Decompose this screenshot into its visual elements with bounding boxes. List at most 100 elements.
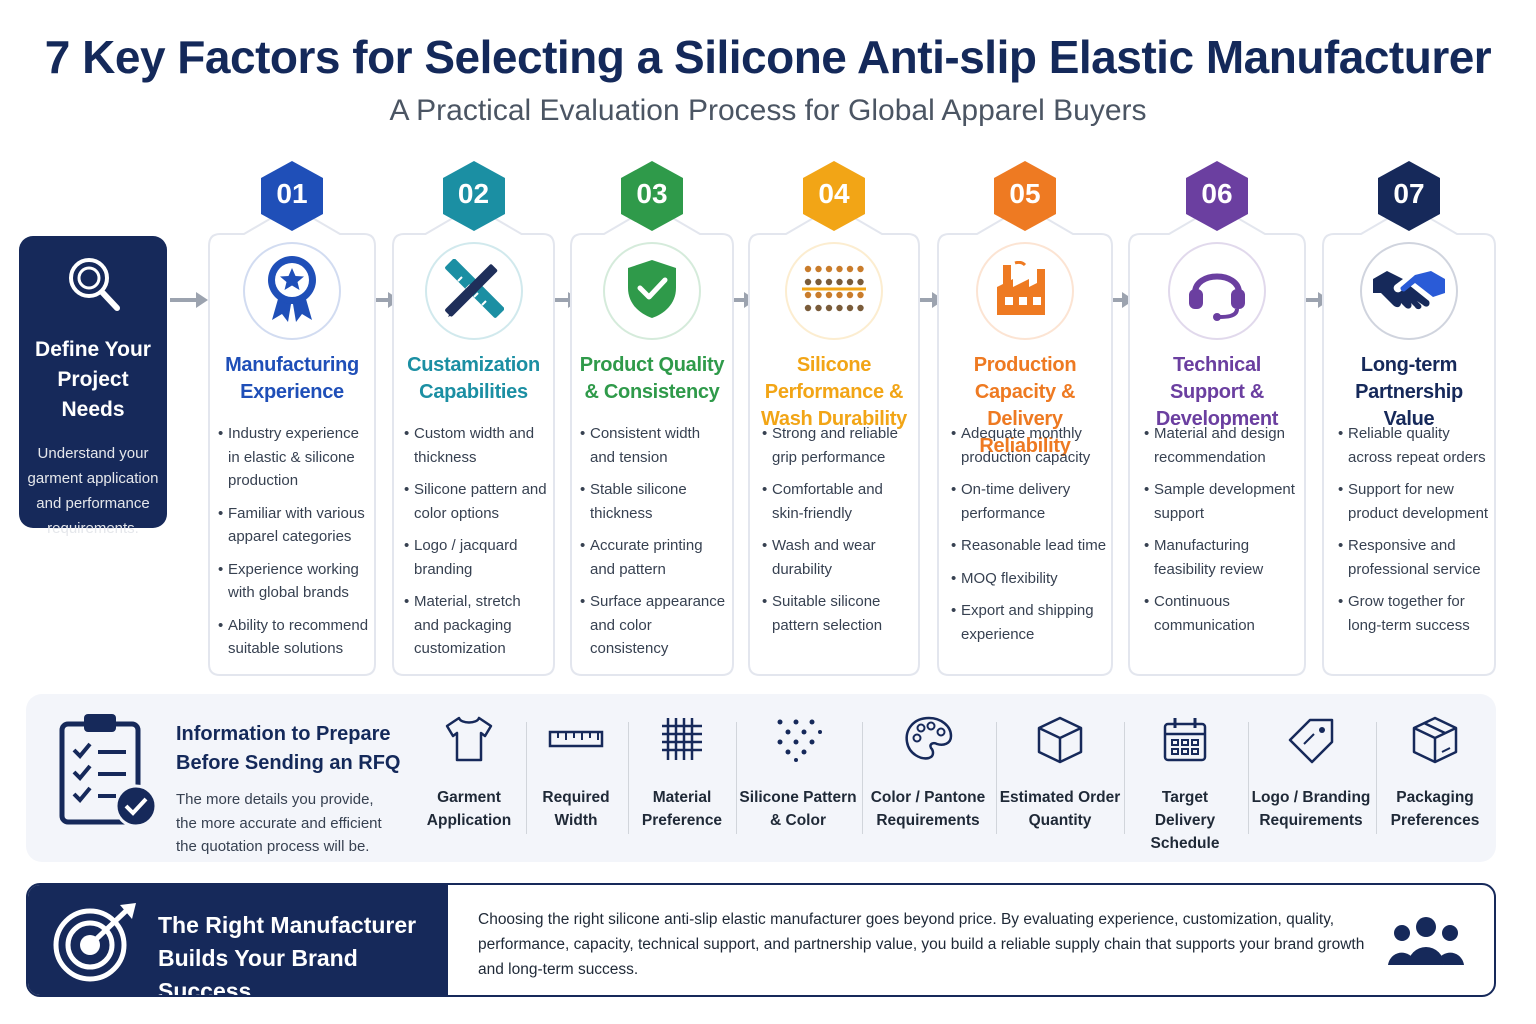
factor-bullet: Suitable silicone pattern selection <box>762 590 914 637</box>
rfq-item: Target Delivery Schedule <box>1130 716 1240 855</box>
factor-card: 06 Technical Support & Development Mater… <box>1128 158 1306 676</box>
factor-title: Custamization Capabilities <box>407 354 540 403</box>
silicone-dots-icon <box>802 261 866 322</box>
step-number: 02 <box>457 178 490 209</box>
rfq-divider <box>628 722 629 834</box>
step-number: 05 <box>1009 178 1041 209</box>
fabric-weave-icon <box>632 716 732 772</box>
factory-icon <box>993 260 1057 322</box>
factor-bullet: Export and shipping experience <box>951 599 1107 646</box>
rfq-item-label: Logo / Branding Requirements <box>1251 789 1371 829</box>
banner-title: The Right Manufacturer Builds Your Brand… <box>158 912 417 997</box>
step-hexagon <box>994 161 1056 231</box>
rfq-divider <box>1124 722 1125 834</box>
rfq-item: Garment Application <box>414 716 524 832</box>
banner-text: Choosing the right silicone anti-slip el… <box>478 911 1365 978</box>
factor-bullet: Industry experience in elastic & silicon… <box>218 422 370 493</box>
factor-bullets: Custom width and thicknessSilicone patte… <box>404 422 549 670</box>
rfq-item-label: Silicone Pattern & Color <box>739 789 857 829</box>
team-icon <box>1388 915 1464 972</box>
step-number: 06 <box>1201 178 1233 209</box>
rfq-divider <box>736 722 737 834</box>
factor-bullet: Surface appearance and color consistency <box>580 590 728 661</box>
factor-card: 04 Silicone Performance & Wash Durabilit… <box>748 158 920 676</box>
factor-title: Product Quality & Consistency <box>579 354 725 403</box>
factor-bullet: Reliable quality across repeat orders <box>1338 422 1490 469</box>
rfq-item-label: Garment Application <box>426 789 512 829</box>
ruler-pencil-icon <box>444 258 504 324</box>
rfq-item-label: Target Delivery Schedule <box>1150 789 1220 852</box>
define-needs-box: Define Your Project Needs Understand you… <box>19 236 167 537</box>
factor-bullet: Manufacturing feasibility review <box>1144 534 1300 581</box>
factor-bullets: Material and design recommendationSample… <box>1144 422 1300 646</box>
banner-left-panel: The Right Manufacturer Builds Your Brand… <box>28 885 448 997</box>
rfq-divider <box>996 722 997 834</box>
rfq-divider <box>526 722 527 834</box>
factor-title: Long-term Partnership Value <box>1355 354 1463 430</box>
arrow-right-icon <box>170 292 208 308</box>
rfq-item: Silicone Pattern & Color <box>738 716 858 832</box>
factor-bullet: Experience working with global brands <box>218 558 370 605</box>
rfq-item: Color / Pantone Requirements <box>868 716 988 832</box>
step-hexagon <box>1186 161 1248 231</box>
handshake-icon <box>1371 265 1447 318</box>
step-number: 07 <box>1393 178 1425 209</box>
headset-icon <box>1185 257 1249 326</box>
rfq-item: Logo / Branding Requirements <box>1251 716 1371 832</box>
factor-bullet: MOQ flexibility <box>951 567 1107 591</box>
factor-bullet: Accurate printing and pattern <box>580 534 728 581</box>
factor-card: 02 Custamization Capabilities Custom wid… <box>392 158 555 676</box>
factor-card: 03 Product Quality & Consistency Consist… <box>570 158 734 676</box>
factor-bullet: Comfortable and skin-friendly <box>762 478 914 525</box>
page-title: 7 Key Factors for Selecting a Silicone A… <box>44 31 1492 83</box>
factor-icon-circle <box>1360 242 1458 340</box>
award-ribbon-icon <box>260 254 324 329</box>
factor-bullet: Familiar with various apparel categories <box>218 502 370 549</box>
package-icon <box>1385 716 1485 772</box>
factor-icon-circle <box>1168 242 1266 340</box>
rfq-item: Required Width <box>531 716 621 832</box>
factor-bullet: Grow together for long-term success <box>1338 590 1490 637</box>
factor-card: 05 Production Capacity & Delivery Reliab… <box>937 158 1113 676</box>
factor-bullet: Logo / jacquard branding <box>404 534 549 581</box>
factor-bullet: Stable silicone thickness <box>580 478 728 525</box>
rfq-item: Estimated Order Quantity <box>998 716 1122 832</box>
rfq-divider <box>1248 722 1249 834</box>
step-number: 03 <box>636 178 668 209</box>
rfq-item-label: Color / Pantone Requirements <box>870 789 986 829</box>
rfq-text: The more details you provide, the more a… <box>176 791 382 855</box>
step-hexagon <box>803 161 865 231</box>
factor-bullet: Reasonable lead time <box>951 534 1107 558</box>
factor-bullet: Custom width and thickness <box>404 422 549 469</box>
factor-bullet: Consistent width and tension <box>580 422 728 469</box>
calendar-icon <box>1130 716 1240 772</box>
factor-bullet: Ability to recommend suitable solutions <box>218 614 370 661</box>
define-text: Understand your garment application and … <box>27 445 159 537</box>
factor-card: 01 Manufacturing Experience Industry exp… <box>208 158 376 676</box>
rfq-divider <box>862 722 863 834</box>
factor-bullet: Continuous communication <box>1144 590 1300 637</box>
factor-bullets: Strong and reliable grip performanceComf… <box>762 422 914 646</box>
define-title: Define Your Project Needs <box>35 338 151 421</box>
step-hexagon <box>1378 161 1440 231</box>
factor-bullet: Responsive and professional service <box>1338 534 1490 581</box>
factor-title: Technical Support & Development <box>1155 354 1279 430</box>
rfq-item-label: Estimated Order Quantity <box>999 789 1121 829</box>
factor-bullets: Adequate monthly production capacityOn-t… <box>951 422 1107 655</box>
factor-bullet: Sample development support <box>1144 478 1300 525</box>
factor-bullets: Reliable quality across repeat ordersSup… <box>1338 422 1490 646</box>
dot-pattern-icon <box>738 716 858 772</box>
target-icon <box>50 899 140 990</box>
factor-icon-circle <box>243 242 341 340</box>
factor-bullets: Industry experience in elastic & silicon… <box>218 422 370 670</box>
rfq-divider <box>1376 722 1377 834</box>
factor-title: Silicone Performance & Wash Durability <box>761 354 907 430</box>
factor-card: 07 Long-term Partnership Value Reliable … <box>1322 158 1496 676</box>
palette-icon <box>868 716 988 772</box>
factor-bullet: Silicone pattern and color options <box>404 478 549 525</box>
rfq-item-label: Required Width <box>542 789 610 829</box>
rfq-item: Packaging Preferences <box>1385 716 1485 832</box>
factor-bullet: Material and design recommendation <box>1144 422 1300 469</box>
factor-icon-circle <box>424 242 523 340</box>
factor-icon-circle <box>976 242 1074 340</box>
